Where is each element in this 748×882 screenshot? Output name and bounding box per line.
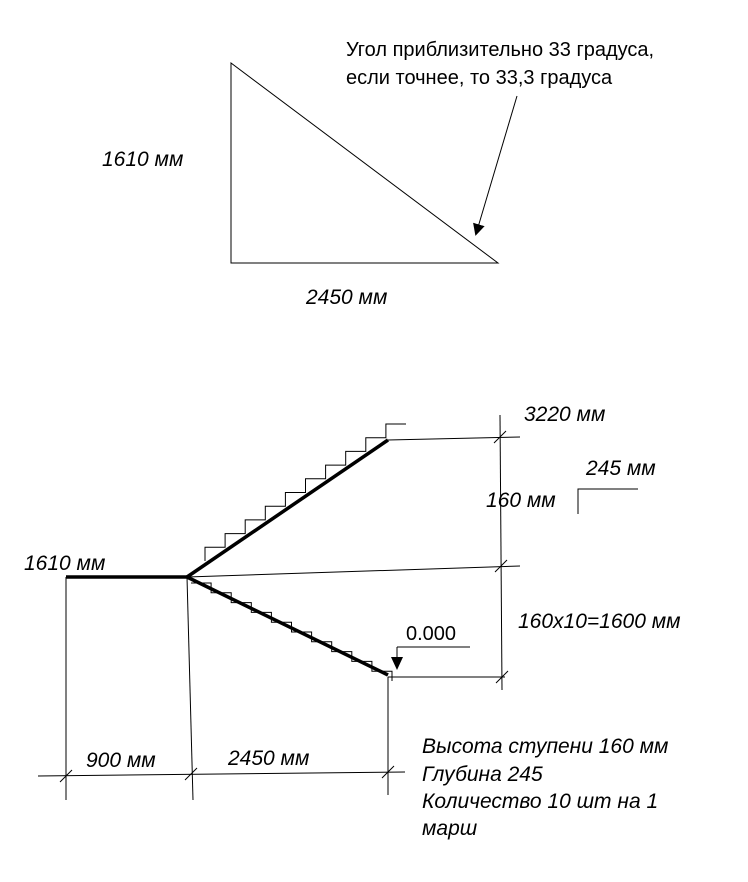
top-level-label: 3220 мм <box>524 403 605 426</box>
bottom-dimension-line <box>37 771 406 777</box>
note-line1: Высота ступени 160 мм <box>422 735 668 758</box>
angle-note-line1: Угол приблизительно 33 градуса, <box>346 39 654 61</box>
riser-label: 160 мм <box>486 489 556 512</box>
height-tick-bottom <box>495 670 509 684</box>
note-line3: Количество 10 шт на 1 <box>422 790 658 813</box>
upper-flight-steps <box>204 423 406 561</box>
note-line4: марш <box>422 817 478 840</box>
top-level-line <box>387 436 521 441</box>
angle-pointer-arrow <box>473 95 518 236</box>
triangle-base-label: 2450 мм <box>305 286 387 309</box>
height-tick-mid <box>494 559 508 573</box>
total-height-label: 160x10=1600 мм <box>518 610 681 633</box>
bottom-tick-mid <box>184 767 198 781</box>
bottom-tick-left <box>59 769 73 783</box>
lower-flight-slab <box>186 575 389 677</box>
triangle-outline <box>230 62 500 264</box>
ext-line-mid <box>186 576 194 801</box>
tread-riser-symbol <box>577 488 638 514</box>
landing-width-label: 900 мм <box>86 749 156 772</box>
landing-label: 1610 мм <box>24 552 105 575</box>
height-tick-top <box>493 430 507 444</box>
triangle-height-label: 1610 мм <box>102 148 183 171</box>
zero-mark-label: 0.000 <box>406 623 456 645</box>
angle-note-line2: если точнее, то 33,3 градуса <box>346 67 613 89</box>
zero-mark-arrow <box>391 657 403 670</box>
height-dimension-line <box>499 414 503 691</box>
angle-triangle: 1610 мм 2450 мм Угол приблизительно 33 г… <box>102 39 654 309</box>
notes-block: Высота ступени 160 мм Глубина 245 Количе… <box>422 735 668 840</box>
note-line2: Глубина 245 <box>422 763 543 786</box>
flight-length-label: 2450 мм <box>227 747 309 770</box>
lower-flight-steps <box>191 582 393 681</box>
bottom-tick-right <box>381 765 395 779</box>
mid-level-line <box>186 565 521 578</box>
stair-section: 3220 мм 245 мм 160 мм 1610 мм 160x10=160… <box>24 403 681 801</box>
upper-flight-slab <box>186 438 389 579</box>
tread-label: 245 мм <box>585 457 656 480</box>
